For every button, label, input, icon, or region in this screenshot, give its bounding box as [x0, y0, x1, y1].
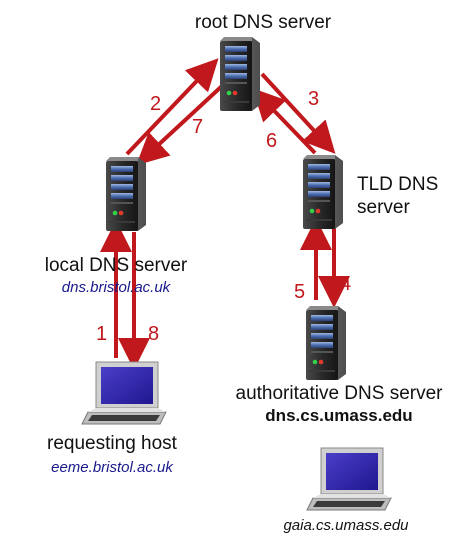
authoritative-server-icon [306, 306, 346, 380]
arrow-step-2 [125, 58, 219, 156]
step-number-5: 5 [294, 281, 305, 303]
target-host-hostname: gaia.cs.umass.edu [283, 517, 409, 534]
step-number-6: 6 [266, 130, 277, 152]
local-server-label: local DNS server [45, 255, 188, 276]
step-number-7: 7 [192, 116, 203, 138]
tld-server-icon [303, 155, 343, 229]
step-number-4: 4 [340, 273, 351, 295]
step-number-2: 2 [150, 93, 161, 115]
step-number-3: 3 [308, 88, 319, 110]
root-server-label: root DNS server [195, 12, 332, 33]
target-host-laptop-icon [306, 447, 392, 511]
tld-server-label-line1: TLD DNS [357, 174, 438, 195]
step-number-8: 8 [148, 323, 159, 345]
requesting-host-laptop-icon [81, 361, 167, 425]
tld-server-label-line2: server [357, 197, 410, 218]
requesting-host-hostname: eeme.bristol.ac.uk [51, 459, 174, 476]
local-server-icon [106, 157, 146, 231]
local-server-hostname: dns.bristol.ac.uk [62, 279, 172, 296]
arrow-step-3 [260, 72, 336, 154]
arrow-step-7 [136, 84, 224, 166]
requesting-host-label: requesting host [47, 433, 178, 454]
arrow-step-6 [252, 88, 317, 155]
authoritative-server-label: authoritative DNS server [236, 383, 444, 404]
authoritative-server-hostname: dns.cs.umass.edu [265, 406, 412, 425]
root-server-icon [220, 37, 260, 111]
step-number-1: 1 [96, 323, 107, 345]
